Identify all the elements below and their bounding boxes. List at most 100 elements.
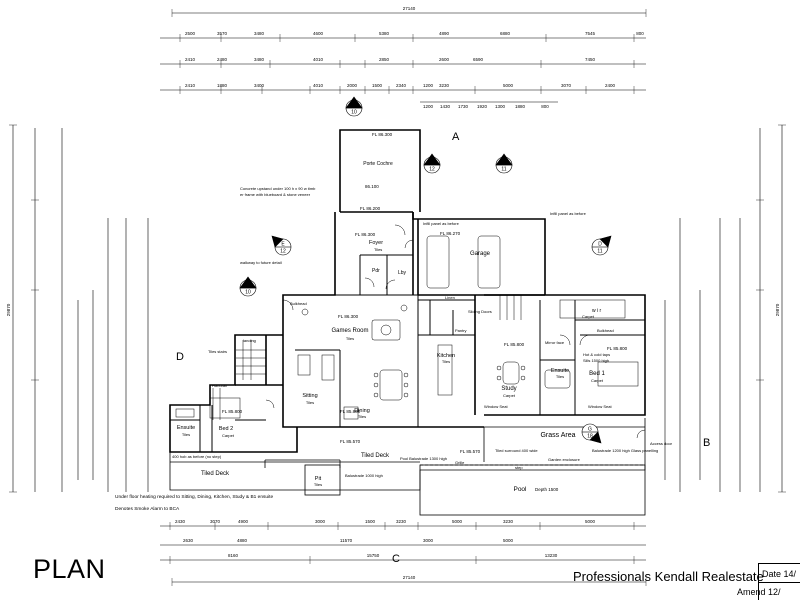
area-pool: Pool (513, 486, 527, 493)
section-marker-sheet: 12 (429, 167, 435, 173)
dimension-value: 3480 (254, 57, 265, 62)
note-sills: Sills 1500 high (583, 358, 609, 363)
note-balustrade: Balustrade 1000 high (345, 473, 383, 478)
dimension-value: 3000 (315, 519, 326, 524)
floor-level-label: FL 86.300 (338, 314, 359, 319)
section-marker-letter: D (598, 242, 602, 248)
dimension-value: 1300 (495, 104, 506, 109)
furniture (175, 235, 639, 420)
room-pantry: Pantry (455, 328, 467, 333)
floor-level-label: FL 85.800 (222, 409, 243, 414)
dimension-overall: 29870 (775, 303, 780, 316)
note-infill-panel: Infill panel as before (550, 211, 587, 216)
note-hob: 400 hob as before (no step) (172, 454, 222, 459)
dimension-value: 3480 (254, 31, 265, 36)
floor-level-label: FL 86.300 (372, 132, 393, 137)
note-pool-balustrade: Pool Balustrade 1300 high (400, 456, 447, 461)
area-tiled-deck: Tiled Deck (361, 453, 390, 459)
dimension-value: 1880 (515, 104, 526, 109)
dimension-value: 2340 (396, 83, 407, 88)
room-powder: Pdr (372, 268, 380, 274)
dimension-value: 4880 (237, 538, 248, 543)
dimension-value: 7545 (585, 31, 596, 36)
note-garden-enclosure: Garden enclosure (548, 457, 581, 462)
section-marker-sheet: 11 (597, 249, 602, 255)
note-hot-cold: Hot & cold taps (583, 352, 610, 357)
room-ensuite-2: Ensuite (177, 425, 195, 431)
dimension-value: 4010 (313, 83, 324, 88)
note-grille: Grille (455, 460, 465, 465)
dimension-value: 1500 (365, 519, 376, 524)
note-window-seat: Window Seat (588, 404, 612, 409)
top-dimension-lines (160, 9, 647, 103)
note-walkway: walkway to future detail (240, 260, 282, 265)
finish-label: Carpet (503, 393, 516, 398)
floor-level-label: FL 86.270 (440, 231, 461, 236)
dimension-value: 3230 (396, 519, 407, 524)
section-marker-sheet: 11 (501, 167, 506, 173)
note-mirror-face: Mirror face (545, 340, 565, 345)
dimension-value: 5000 (503, 83, 514, 88)
section-marker-letter: F (430, 160, 433, 166)
dimension-value: 4890 (439, 31, 450, 36)
note-tiled-surround: Tiled surround 400 wide (495, 448, 538, 453)
note-concrete: er frame with blueboard & stone veneer (240, 192, 311, 197)
dimension-value: 2500 (185, 31, 196, 36)
dimension-value: 11570 (340, 538, 353, 543)
finish-label: Tiles (358, 414, 366, 419)
stairs (212, 295, 522, 420)
title-block-divider (759, 582, 800, 583)
note-window-seat: Window Seat (484, 404, 508, 409)
doors (265, 224, 646, 439)
section-marker-sheet: 18 (587, 434, 593, 440)
dimension-value: 5380 (379, 31, 390, 36)
dimension-value: 1200 (423, 104, 434, 109)
section-marker-letter: A (246, 283, 250, 289)
section-markers (239, 96, 612, 444)
room-landing: landing (243, 338, 256, 343)
note-balustrade-glass: Balustrade 1200 high Glass panelling (592, 448, 658, 453)
floor-level-label: FL 85.800 (504, 342, 525, 347)
section-marker-sheet: 12 (280, 249, 286, 255)
dimension-value: 2000 (347, 83, 358, 88)
elevation-marker-d: D (176, 351, 184, 363)
room-dining: Dining (354, 408, 370, 414)
elevation-marker-c: C (392, 553, 400, 565)
dimension-value: 1920 (477, 104, 488, 109)
finish-label: Tiles (346, 336, 354, 341)
finish-label: Tiles (182, 432, 190, 437)
room-study: Study (501, 386, 516, 392)
note-concrete: Concrete upstand under 100 h x 90 w timb (240, 186, 316, 191)
dimension-value: 1730 (458, 104, 469, 109)
dimension-value: 800 (541, 104, 549, 109)
floor-level-label: FL 85.570 (340, 439, 361, 444)
note-tiles-stairs: Tiles stairs (208, 349, 227, 354)
finish-label: Tiles (306, 400, 314, 405)
finish-label: Carpet (582, 314, 595, 319)
room-garage: Garage (470, 251, 491, 257)
floor-level-label: FL 85.800 (340, 409, 361, 414)
dimension-value: 4900 (238, 519, 249, 524)
dimension-value: 4010 (313, 57, 324, 62)
finish-label: Carpet (222, 433, 235, 438)
elevation-marker-b: B (703, 437, 710, 449)
area-pit: Pit (315, 476, 322, 482)
dimension-value: 2430 (175, 519, 186, 524)
dimension-overall: 27140 (403, 6, 416, 11)
room-lobby: Lby (398, 270, 407, 276)
dimension-value: 1200 (423, 83, 434, 88)
section-marker-letter: G (588, 427, 592, 433)
room-bed-2: Bed 2 (219, 426, 233, 432)
room-ensuite-1: Ensuite (551, 368, 569, 374)
note-handrail: Handrail (212, 383, 227, 388)
note-infill-panel: Infill panel as before (423, 221, 460, 226)
dimension-value: 6880 (500, 31, 511, 36)
dimension-value: 3570 (217, 31, 228, 36)
title-block-amend: Amend 12/ (737, 587, 781, 597)
note-bulkhead: Bulkhead (290, 301, 307, 306)
interior-walls (170, 254, 645, 452)
floor-level-label: FL 86.200 (360, 206, 381, 211)
dimension-value: 5000 (452, 519, 463, 524)
